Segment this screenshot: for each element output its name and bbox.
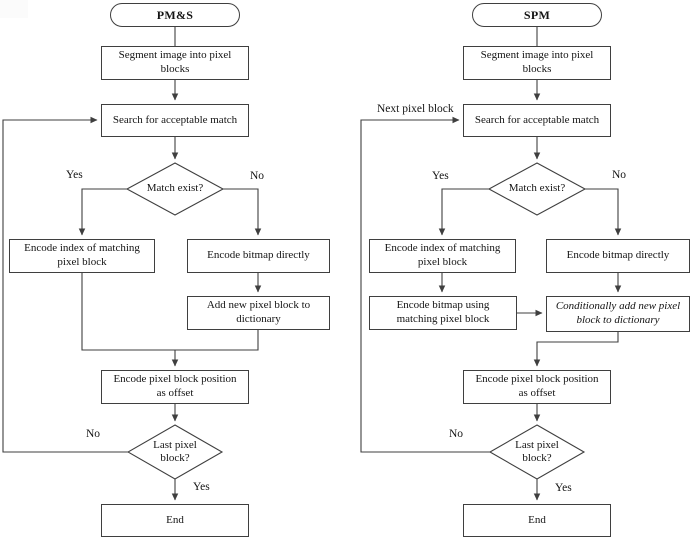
pms-last-block-diamond: [126, 424, 224, 480]
spm-last-block-label: Last pixel block?: [515, 438, 559, 464]
pms-match-exist-label: Match exist?: [146, 182, 204, 195]
spm-encode-position-box: Encode pixel block position as offset: [463, 370, 611, 404]
pms-terminator: PM&S: [110, 3, 240, 27]
spm-encode-index-box: Encode index of matching pixel block: [369, 239, 516, 273]
pms-encode-bitmap-box: Encode bitmap directly: [187, 239, 330, 273]
spm-segment-box: Segment image into pixel blocks: [463, 46, 611, 80]
spm-terminator: SPM: [472, 3, 602, 27]
pms-match-exist-diamond: [125, 162, 225, 216]
spm-edge-label-next-pixel-block: Next pixel block: [377, 103, 454, 115]
pms-encode-index-box: Encode index of matching pixel block: [9, 239, 155, 273]
pms-edge-label-yes2: Yes: [193, 481, 210, 493]
spm-encode-bitmap-box: Encode bitmap directly: [546, 239, 690, 273]
pms-edge-label-no: No: [250, 170, 265, 182]
pms-edge-label-no2: No: [86, 428, 101, 440]
spm-edge-label-yes2: Yes: [555, 482, 572, 494]
pms-add-new-box: Add new pixel block to dictionary: [187, 296, 330, 330]
spm-search-box: Search for acceptable match: [463, 104, 611, 137]
pms-search-box: Search for acceptable match: [101, 104, 249, 137]
spm-edge-label-no2: No: [449, 428, 464, 440]
spm-edge-label-no: No: [612, 169, 627, 181]
spm-edge-label-yes: Yes: [432, 170, 449, 182]
scan-artifact: [0, 0, 28, 18]
spm-last-block-diamond: [488, 424, 586, 480]
pms-edge-label-yes: Yes: [66, 169, 83, 181]
spm-match-exist-diamond: [487, 162, 587, 216]
spm-end-box: End: [463, 504, 611, 537]
spm-encode-using-box: Encode bitmap using matching pixel block: [369, 296, 517, 330]
pms-end-box: End: [101, 504, 249, 537]
pms-last-block-label: Last pixel block?: [153, 438, 197, 464]
spm-match-exist-label: Match exist?: [508, 182, 566, 195]
spm-conditionally-add-box: Conditionally add new pixel block to dic…: [546, 296, 690, 332]
pms-segment-box: Segment image into pixel blocks: [101, 46, 249, 80]
pms-encode-position-box: Encode pixel block position as offset: [101, 370, 249, 404]
